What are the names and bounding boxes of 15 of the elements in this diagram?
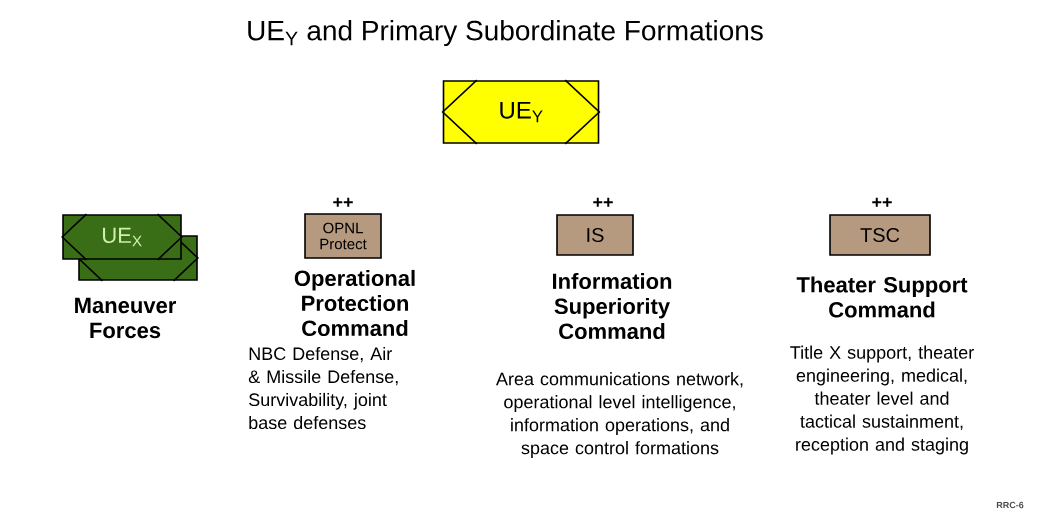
slide-number: RRC-6 [996, 501, 1024, 509]
title: UE$_{Y}$ and Primary Subordinate Formations [248, 19, 763, 47]
unit-name: Information Superiority Command [553, 272, 672, 340]
unit-name: Theater Support Command [796, 276, 968, 318]
unit-description: NBC Defense, Air & Missile Defense, Survivability, joint base defenses [248, 346, 398, 430]
echelon-mark: ++ [333, 197, 353, 207]
unit-box: OPNL Protect [304, 213, 382, 259]
unit-name: Maneuver Forces [75, 297, 176, 339]
unit-box: TSC [829, 214, 931, 256]
unit-description: Area communications network, operational level intelligence, information operations, and space control formations [496, 372, 743, 458]
unit-name: Operational Protection Command [294, 269, 415, 337]
unit-description: Title X support, theater engineering, medical, theater level and tactical sustainment, reception and staging [790, 345, 974, 455]
echelon-mark: ++ [593, 197, 613, 207]
unit-box: IS [556, 214, 634, 256]
echelon-mark: ++ [872, 197, 892, 207]
